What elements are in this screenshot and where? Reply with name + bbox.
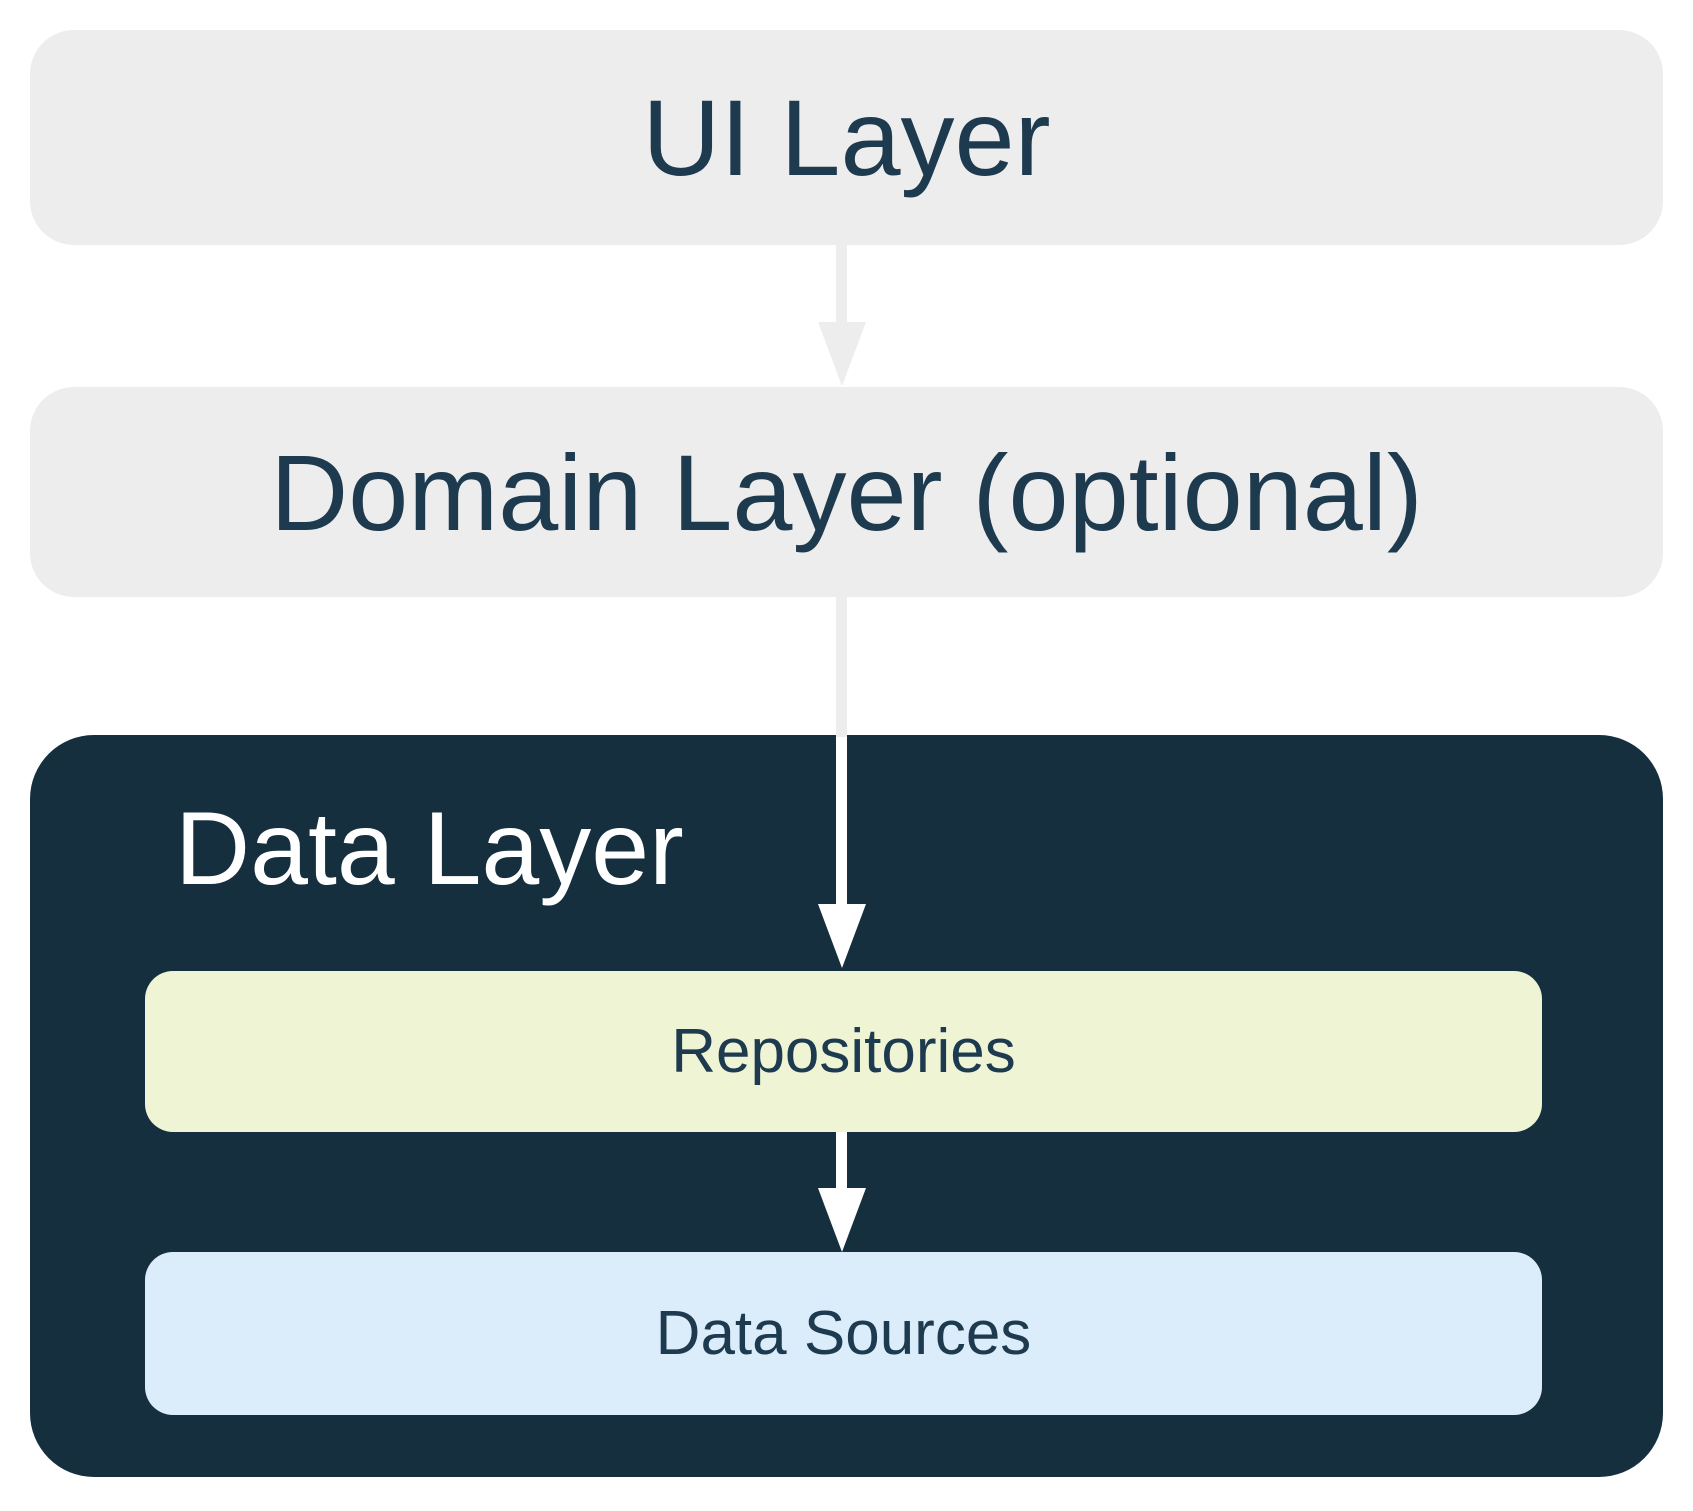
node-data-sources: Data Sources xyxy=(145,1252,1542,1415)
node-domain-layer: Domain Layer (optional) xyxy=(30,387,1663,597)
ui-layer-label: UI Layer xyxy=(642,77,1051,198)
arrow-repositories-to-data-sources-head xyxy=(818,1188,866,1252)
data-layer-label: Data Layer xyxy=(175,791,684,907)
node-repositories: Repositories xyxy=(145,971,1542,1132)
arrow-ui-to-domain-stem xyxy=(836,245,847,322)
domain-layer-label: Domain Layer (optional) xyxy=(270,431,1423,553)
arrow-ui-to-domain-head xyxy=(818,322,866,386)
arrow-domain-to-repositories-stem-lower xyxy=(836,737,847,904)
arrow-domain-to-repositories-stem-upper xyxy=(836,597,847,737)
data-sources-label: Data Sources xyxy=(655,1299,1032,1368)
arrow-repositories-to-data-sources-stem xyxy=(836,1132,847,1188)
node-ui-layer: UI Layer xyxy=(30,30,1663,245)
arrow-domain-to-repositories-head xyxy=(818,904,866,968)
repositories-label: Repositories xyxy=(671,1017,1016,1086)
